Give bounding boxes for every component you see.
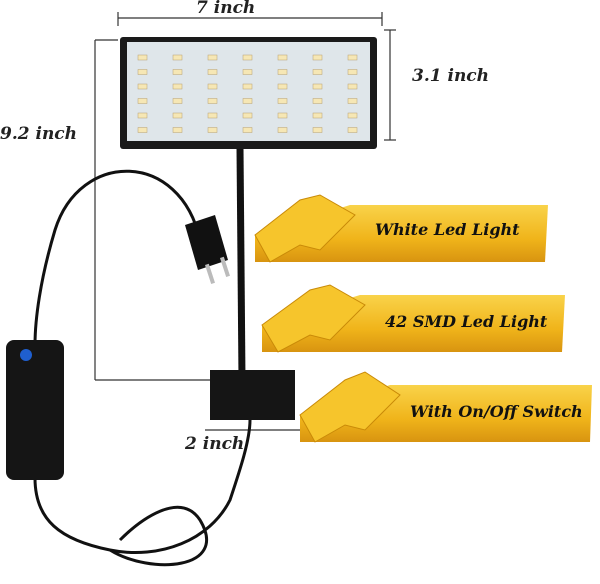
smd-led [277, 83, 288, 90]
smd-led [312, 98, 323, 104]
smd-led [137, 54, 148, 61]
smd-led [207, 112, 218, 119]
smd-led [207, 98, 218, 104]
smd-led [172, 69, 183, 75]
smd-led [277, 69, 288, 75]
led-panel [120, 37, 377, 149]
smd-led [242, 98, 253, 104]
smd-led [242, 83, 253, 90]
smd-led [172, 112, 183, 119]
gooseneck [236, 147, 246, 381]
inline-switch [6, 340, 64, 480]
clamp [210, 370, 295, 420]
smd-led [137, 69, 148, 75]
smd-led [312, 83, 323, 90]
smd-led [242, 69, 253, 75]
smd-led [277, 127, 288, 133]
total-height-dimension-label: 9.2 inch [0, 124, 78, 144]
smd-led [312, 69, 323, 75]
dimension-lines [94, 12, 396, 431]
smd-led [207, 69, 218, 75]
smd-led [172, 98, 183, 104]
smd-led [207, 83, 218, 90]
smd-led [242, 112, 253, 119]
smd-led [137, 127, 148, 133]
smd-led [242, 54, 253, 61]
smd-led [277, 112, 288, 119]
smd-led [207, 54, 218, 61]
smd-led [137, 112, 148, 119]
smd-led [137, 98, 148, 104]
plug [185, 215, 230, 285]
smd-led [207, 127, 218, 133]
width-dimension-label: 7 inch [196, 0, 256, 18]
smd-led [277, 54, 288, 61]
smd-led [172, 54, 183, 61]
smd-led [347, 98, 358, 104]
smd-led [312, 54, 323, 61]
smd-led [277, 98, 288, 104]
smd-led [347, 83, 358, 90]
clamp-dimension-label: 2 inch [185, 434, 245, 454]
smd-led [242, 127, 253, 133]
smd-led [172, 127, 183, 133]
feature-ribbons [254, 194, 592, 443]
smd-led [347, 69, 358, 75]
feature-switch: With On/Off Switch [410, 402, 583, 421]
smd-led [137, 83, 148, 90]
smd-led [347, 112, 358, 119]
smd-led [312, 127, 323, 133]
power-cable [33, 169, 252, 567]
smd-led [312, 112, 323, 119]
smd-led [172, 83, 183, 90]
feature-42-smd: 42 SMD Led Light [385, 312, 548, 331]
feature-white-led: White Led Light [375, 220, 520, 239]
smd-led [347, 54, 358, 61]
panel-height-dimension-label: 3.1 inch [412, 66, 490, 86]
smd-led [347, 127, 358, 133]
switch-button [20, 349, 32, 361]
